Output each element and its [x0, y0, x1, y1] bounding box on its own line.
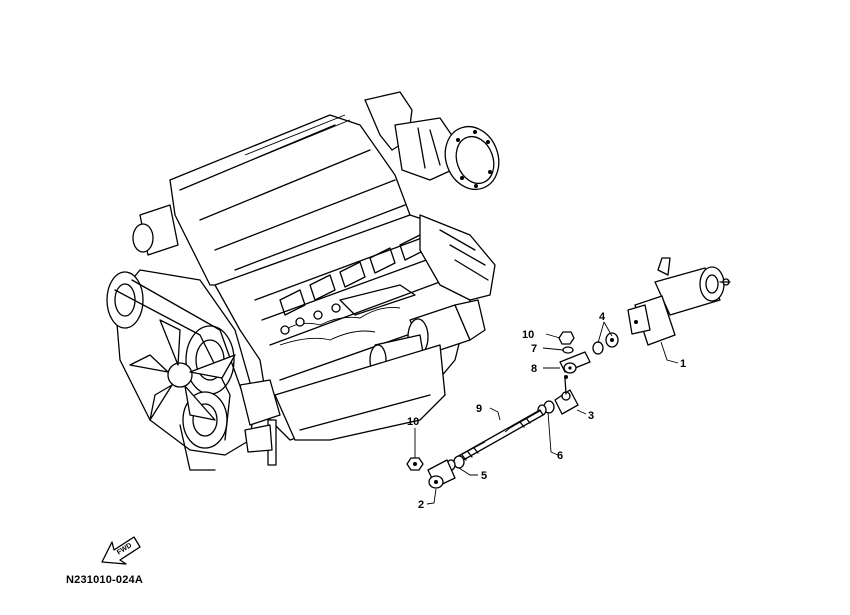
exhaust-elbow	[364, 91, 500, 191]
part-7-washer[interactable]	[562, 346, 574, 354]
part-10-nut-top[interactable]	[558, 331, 575, 345]
callout-4: 4	[599, 311, 606, 323]
callout-3: 3	[588, 410, 594, 422]
fan	[129, 319, 236, 421]
callout-9: 9	[476, 403, 482, 415]
part-2-ball-joint[interactable]	[427, 459, 456, 489]
callout-7: 7	[531, 343, 537, 355]
part-9-control-rod[interactable]	[454, 409, 544, 464]
callout-1: 1	[680, 358, 686, 370]
engine-assembly	[106, 91, 500, 471]
part-8-rod-end[interactable]	[559, 351, 591, 374]
callout-6: 6	[557, 450, 563, 462]
diagram-code: N231010-024A	[66, 574, 144, 586]
part-4-nut[interactable]	[592, 332, 619, 355]
callout-10-top: 10	[522, 329, 534, 341]
front-pulley-fan	[106, 269, 281, 471]
part-1-stop-solenoid[interactable]	[627, 257, 731, 346]
oil-filler	[132, 204, 179, 256]
part-3-ball-joint[interactable]	[554, 375, 579, 415]
alternator	[419, 214, 496, 301]
callout-8: 8	[531, 363, 537, 375]
callout-10-bottom: 10	[407, 416, 419, 428]
callout-5: 5	[481, 470, 487, 482]
part-10-nut-bottom[interactable]	[406, 457, 424, 471]
callout-2: 2	[418, 499, 424, 511]
fwd-arrow-icon: FWD	[101, 536, 141, 565]
callout-labels: 1 2 3 4 5 6 7 8 9 10 10	[407, 311, 686, 511]
leader-lines	[414, 321, 679, 505]
oil-pan	[267, 344, 446, 466]
